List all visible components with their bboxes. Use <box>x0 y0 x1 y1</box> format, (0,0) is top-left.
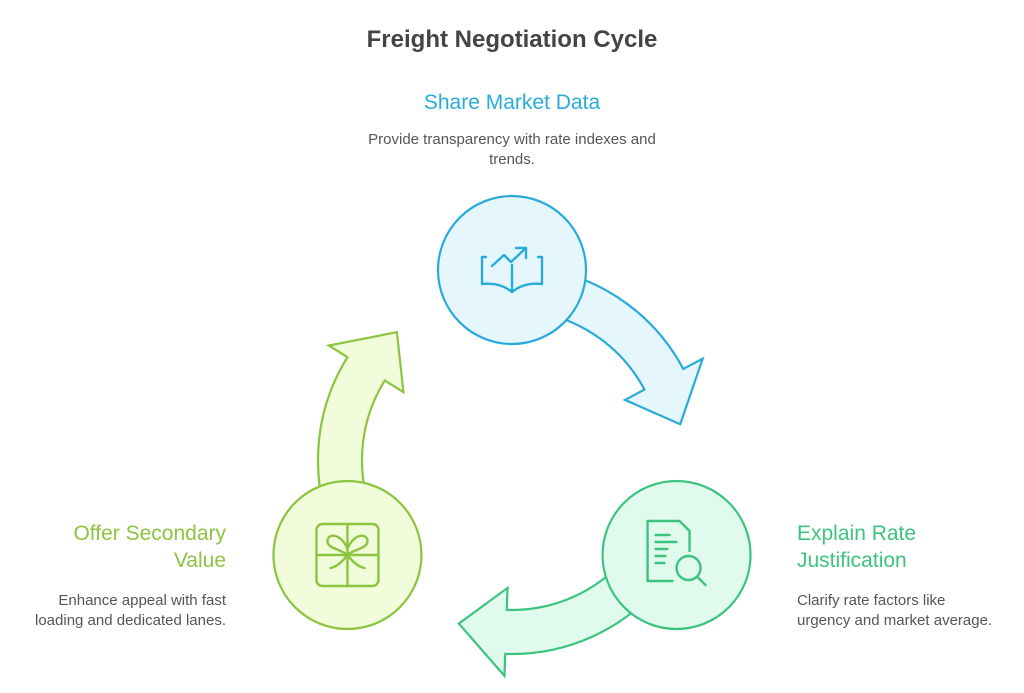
step-title-offer-secondary-value: Offer Secondary Value <box>73 522 226 572</box>
node-share-market-data <box>436 194 588 346</box>
arrow-share-market-data <box>536 267 705 426</box>
step-description-share-market-data: Provide transparency with rate indexes a… <box>368 131 656 168</box>
node-offer-secondary-value <box>272 479 423 631</box>
gift-icon <box>315 522 380 588</box>
cycle-nodes <box>272 194 752 631</box>
node-circle-explain-rate-justification <box>601 479 752 631</box>
arrow-offer-secondary-value <box>316 330 405 528</box>
node-explain-rate-justification <box>601 479 752 631</box>
step-description-explain-rate-justification: Clarify rate factors like urgency and ma… <box>797 592 993 629</box>
book-trend-icon <box>480 246 544 294</box>
step-description-offer-secondary-value: Enhance appeal with fast loading and ded… <box>35 592 226 629</box>
step-title-explain-rate-justification: Explain Rate Justification <box>797 522 917 572</box>
document-search-icon <box>646 519 707 587</box>
step-title-share-market-data: Share Market Data <box>423 91 601 114</box>
diagram-title: Freight Negotiation Cycle <box>366 26 658 53</box>
